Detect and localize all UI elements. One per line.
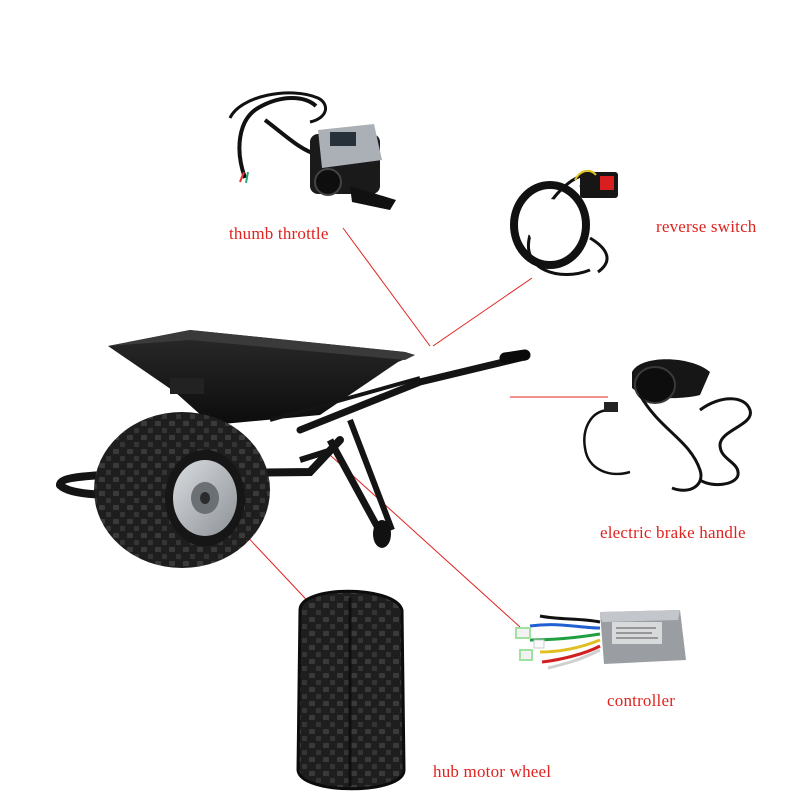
leader-reverse-switch xyxy=(432,277,533,347)
label-controller: controller xyxy=(607,691,676,710)
reverse-switch-icon xyxy=(510,169,618,276)
controller-box-icon xyxy=(515,610,686,670)
label-reverse-switch: reverse switch xyxy=(656,217,757,236)
brake-handle-icon xyxy=(583,359,752,492)
leader-lines xyxy=(224,227,608,628)
wheelbarrow-icon xyxy=(56,330,531,568)
leader-thumb-throttle xyxy=(342,227,431,347)
thumb-throttle-icon xyxy=(228,91,396,210)
label-electric-brake-handle: electric brake handle xyxy=(600,523,746,542)
label-thumb-throttle: thumb throttle xyxy=(229,224,329,243)
leader-controller xyxy=(329,454,521,628)
tire-icon xyxy=(296,589,406,791)
label-hub-motor-wheel: hub motor wheel xyxy=(433,762,552,781)
